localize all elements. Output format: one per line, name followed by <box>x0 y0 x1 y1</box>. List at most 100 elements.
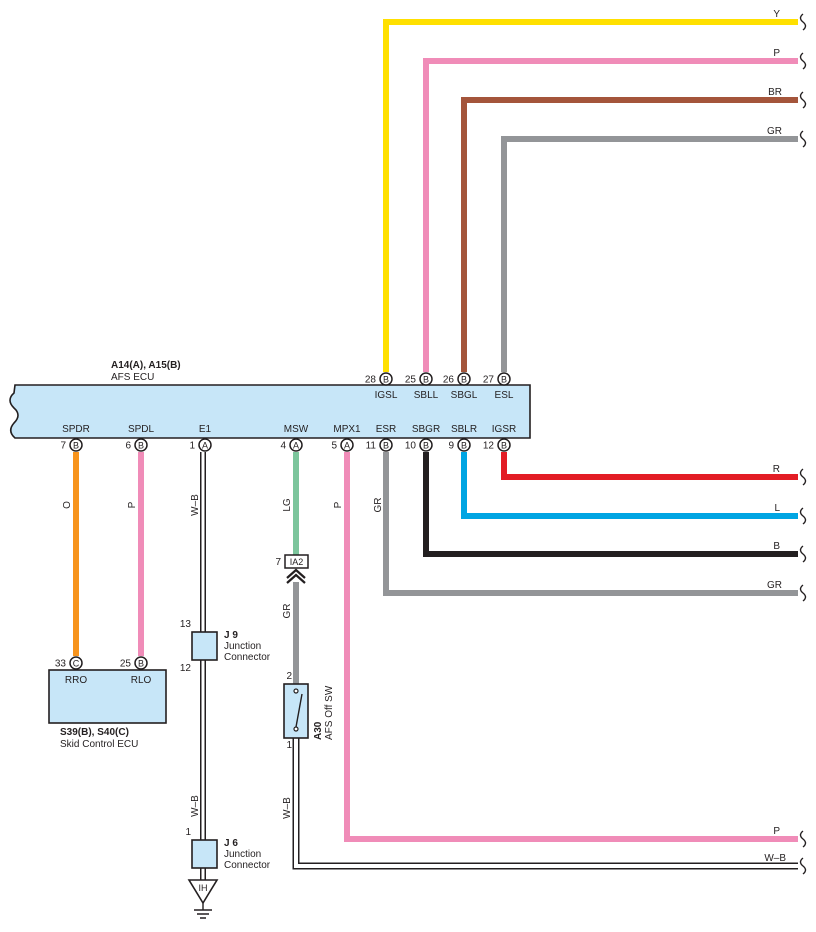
pin-sbgl-term: SBGL <box>451 390 478 401</box>
vertical-wire-labels: O P W–B LG P GR GR W–B W–B <box>62 494 384 819</box>
pin-sblr-circle <box>457 438 471 452</box>
pin-sbgr-circle <box>419 438 433 452</box>
right-label-wb: W–B <box>764 853 786 864</box>
sw-contact-bottom <box>293 726 299 732</box>
right-label-br: BR <box>768 87 782 98</box>
pin-sbgl-conn: B <box>461 375 467 385</box>
wire-break-icon <box>799 52 807 70</box>
pin-igsr: IGSR B 12 <box>483 424 516 452</box>
j9-pin-top: 13 <box>180 619 192 630</box>
pin-sbll-conn: B <box>423 375 429 385</box>
right-label-p1: P <box>773 48 780 59</box>
pin-esl: B 27 ESL <box>483 372 514 401</box>
label-esr-wire: GR <box>373 498 384 513</box>
ground-code: IH <box>199 883 208 893</box>
pin-sbll: B 25 SBLL <box>405 372 439 401</box>
pin-igsr-conn: B <box>501 441 507 451</box>
wire-break-icon <box>799 468 807 486</box>
pin-msw-num: 4 <box>280 441 286 452</box>
pin-spdr-num: 7 <box>60 441 66 452</box>
pin-sbgl: B 26 SBGL <box>443 372 478 401</box>
wire-break-icon <box>799 584 807 602</box>
pin-spdr-term: SPDR <box>62 424 90 435</box>
wire-igsl-y <box>383 19 798 372</box>
right-label-gr2: GR <box>767 580 782 591</box>
ground-ih: IH <box>187 879 219 919</box>
pin-sbgr-num: 10 <box>405 441 417 452</box>
pin-e1-circle <box>198 438 212 452</box>
pin-sblr-num: 9 <box>448 441 454 452</box>
pin-rlo-circle <box>134 656 148 670</box>
ia2-body <box>284 554 309 569</box>
label-sw-out-wire: W–B <box>282 797 293 819</box>
pin-sblr: SBLR B 9 <box>448 424 477 452</box>
pin-rlo-num: 25 <box>120 659 132 670</box>
wire-sblr-l <box>461 452 798 519</box>
j9-line1: Junction <box>224 641 261 652</box>
ia2-pin: 7 <box>275 557 281 568</box>
ground-triangle <box>187 879 219 905</box>
right-label-gr1: GR <box>767 126 782 137</box>
j6-line1: Junction <box>224 849 261 860</box>
ecu-bottom-pins: SPDR B 7 SPDL B 6 E1 A 1 MSW A 4 MPX1 A … <box>60 424 516 452</box>
wire-break-icon <box>799 130 807 148</box>
pin-sbgr-conn: B <box>423 441 429 451</box>
pin-sbgl-num: 26 <box>443 375 455 386</box>
pin-esl-term: ESL <box>495 390 514 401</box>
pin-spdl-circle <box>134 438 148 452</box>
afs-off-switch: 2 1 A30 AFS Off SW <box>283 671 335 751</box>
ia2-chevron-icon <box>286 568 306 584</box>
pin-rro-num: 33 <box>55 659 67 670</box>
wire-break-icon <box>799 13 807 31</box>
label-e1-wire: W–B <box>190 494 201 516</box>
pin-rro-term: RRO <box>65 675 87 686</box>
right-label-b: B <box>773 541 780 552</box>
wire-mpx1-p <box>344 452 798 842</box>
sw-name: AFS Off SW <box>324 685 335 740</box>
wires <box>73 19 798 880</box>
label-spdl-wire: P <box>127 501 138 508</box>
wire-break-icon <box>799 91 807 109</box>
wire-break-icon <box>799 507 807 525</box>
junction-connector-j9: 13 12 J 9 Junction Connector <box>180 619 271 674</box>
right-wire-labels: Y P BR GR R L B GR P W–B <box>764 9 786 864</box>
sw-pin-top: 2 <box>286 671 292 682</box>
pin-esl-conn: B <box>501 375 507 385</box>
right-label-r: R <box>773 464 780 475</box>
label-mpx1-wire: P <box>333 501 344 508</box>
pin-sbgr: SBGR B 10 <box>405 424 440 452</box>
pin-rlo: B 25 RLO <box>120 656 152 686</box>
ia2-code: IA2 <box>290 557 304 567</box>
pin-spdl-num: 6 <box>125 441 131 452</box>
label-j9-j6-wire: W–B <box>190 795 201 817</box>
label-msw-wire: LG <box>282 498 293 512</box>
pin-igsl-term: IGSL <box>375 390 398 401</box>
pin-rro-conn: C <box>73 659 80 669</box>
afs-ecu-code: A14(A), A15(B) <box>111 360 181 371</box>
pin-msw-conn: A <box>293 441 299 451</box>
pin-msw: MSW A 4 <box>280 424 309 452</box>
pin-sbgr-term: SBGR <box>412 424 440 435</box>
pin-mpx1-conn: A <box>344 441 350 451</box>
afs-ecu-name: AFS ECU <box>111 372 154 383</box>
pin-e1-conn: A <box>202 441 208 451</box>
j9-line2: Connector <box>224 652 271 663</box>
pin-igsl-circle <box>379 372 393 386</box>
afs-ecu: A14(A), A15(B) AFS ECU <box>9 360 531 439</box>
j6-code: J 6 <box>224 838 238 849</box>
wire-breaks <box>799 13 807 875</box>
j9-code: J 9 <box>224 630 238 641</box>
afs-ecu-body <box>9 384 531 439</box>
pin-igsl-num: 28 <box>365 375 377 386</box>
wire-break-icon <box>799 830 807 848</box>
pin-mpx1-circle <box>340 438 354 452</box>
pin-igsr-circle <box>497 438 511 452</box>
skid-ecu-body <box>48 669 167 724</box>
label-spdr-wire: O <box>62 501 73 509</box>
skid-ecu-name: Skid Control ECU <box>60 739 138 750</box>
pin-e1-num: 1 <box>189 441 195 452</box>
pin-sbll-term: SBLL <box>414 390 439 401</box>
junction-connector-j6: 1 J 6 Junction Connector <box>185 827 270 871</box>
pin-sblr-conn: B <box>461 441 467 451</box>
